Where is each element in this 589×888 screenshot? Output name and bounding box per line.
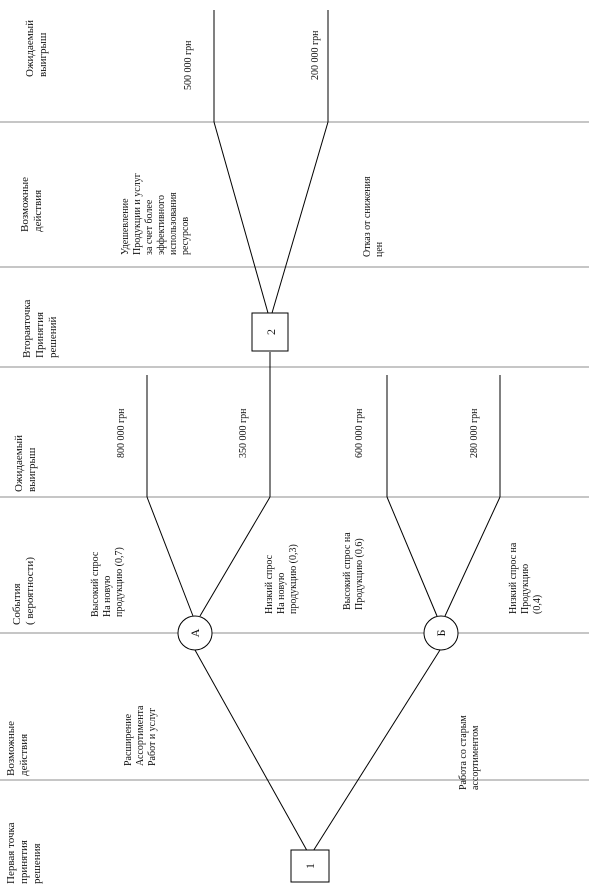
chance-node-a: А — [177, 615, 213, 651]
payoff-a-high-value: 800 000 грн — [116, 408, 127, 458]
edge-keep — [309, 649, 441, 857]
payoff-cut-value: 500 000 грн — [183, 40, 194, 90]
event-b-low-label: Низкий спрос на Продукцию (0,4) — [508, 540, 543, 614]
edge-b-high — [386, 496, 438, 617]
event-a-low-label: Низкий спрос На новую продукцию (0,3) — [264, 544, 299, 614]
tree-edges — [146, 10, 501, 857]
payoff-b-high-value: 600 000 грн — [354, 408, 365, 458]
decision-node-2: 2 — [251, 312, 289, 352]
decision-node-2-label: 2 — [264, 329, 278, 335]
header-actions-1: Возможные действия — [5, 718, 30, 776]
event-a-high-label: Высокий спрос На новую продукцию (0,7) — [90, 547, 125, 617]
action-cut-prices-label: Удешевление Продукции и услуг за счет бо… — [120, 171, 191, 255]
edge-cut-prices — [213, 121, 269, 314]
payoff-b-low-value: 280 000 грн — [469, 408, 480, 458]
action-refuse-cut-label: Отказ от снижения цен — [362, 174, 385, 257]
edge-expand — [194, 649, 311, 857]
header-actions-2: Возможные действия — [19, 174, 44, 232]
edge-b-low — [444, 496, 501, 617]
section-separators — [0, 121, 589, 781]
payoff-a-low-value: 350 000 грн — [238, 408, 249, 458]
payoff-refuse-value: 200 000 грн — [310, 30, 321, 80]
header-first-decision: Первая точка принятия решения — [5, 820, 43, 884]
column-headers: Первая точка принятия решения Возможные … — [5, 17, 59, 884]
decision-node-1-label: 1 — [303, 863, 317, 869]
header-events: События ( вероятности) — [11, 557, 36, 625]
header-payoff-2: Ожидаемый выигрыш — [24, 17, 49, 77]
chance-node-a-label: А — [188, 628, 202, 637]
chance-node-b: Б — [423, 615, 459, 651]
decision-node-1: 1 — [290, 849, 330, 883]
edge-a-high — [146, 496, 194, 617]
header-payoff-1: Ожидаемый выигрыш — [13, 432, 38, 492]
header-second-decision: Втораяточка Принятия решений — [21, 297, 59, 358]
event-b-high-label: Высокий спрос на Продукцию (0,6) — [342, 530, 365, 610]
edge-a-low — [199, 496, 271, 617]
chance-node-b-label: Б — [434, 629, 448, 636]
action-keep-label: Работа со старым ассортиментом — [458, 713, 481, 790]
action-expand-label: Расширение Ассортимента Работ и услуг — [123, 703, 158, 766]
edge-refuse-cut — [271, 121, 329, 314]
